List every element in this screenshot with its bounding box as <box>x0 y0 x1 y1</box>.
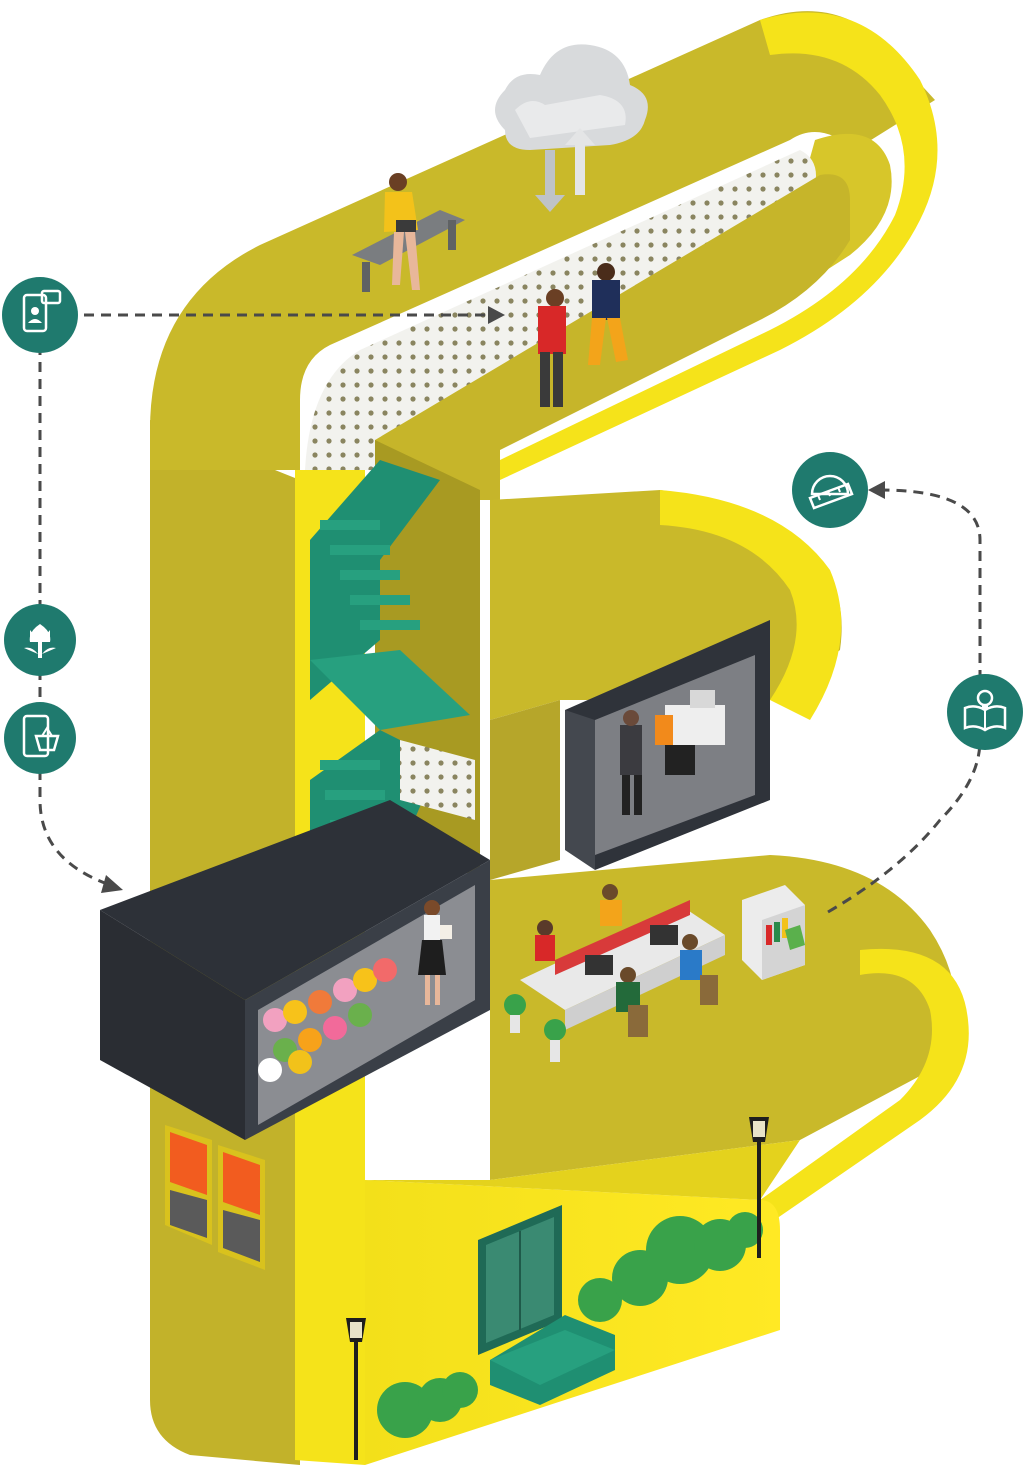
bottom-arm-surface <box>490 855 957 1180</box>
flower-icon[interactable] <box>4 604 76 676</box>
worker-green <box>616 967 648 1037</box>
mobile-shopping-basket-icon[interactable] <box>4 702 76 774</box>
side-windows <box>165 1125 265 1270</box>
open-office-team <box>504 884 725 1062</box>
office-chair <box>665 745 695 775</box>
mobile-chat-icon[interactable] <box>2 277 78 353</box>
lamp-left <box>346 1318 366 1460</box>
office-plants <box>504 994 566 1062</box>
middle-arm-front <box>490 700 560 880</box>
sync-arrows-icon <box>535 128 595 212</box>
ruler-protractor-icon[interactable] <box>792 452 868 528</box>
person-on-bench <box>352 173 465 292</box>
arrow-shop-to-box <box>38 770 111 887</box>
office-room <box>565 620 770 870</box>
worker-yellow <box>600 884 622 926</box>
flower-pots <box>258 958 397 1082</box>
bushes <box>377 1212 763 1438</box>
middle-arm-rim <box>660 490 842 720</box>
cloud-sync <box>495 44 648 212</box>
shopper-woman <box>418 900 452 1005</box>
book-lightbulb-icon[interactable] <box>947 674 1023 750</box>
worker-red <box>535 920 555 961</box>
worker-blue <box>680 934 718 1005</box>
bottom-arm-rim <box>760 948 969 1230</box>
two-people-meeting <box>538 263 628 407</box>
top-arm-rim <box>500 12 938 480</box>
bottom-arm-top-edge <box>365 1140 800 1200</box>
bookshelf <box>742 885 805 980</box>
arrow-team-to-book <box>827 739 982 914</box>
cloud-icon <box>495 44 648 150</box>
entrance <box>478 1205 615 1405</box>
dotted-wall-lower <box>400 740 475 820</box>
arrowheads <box>101 306 885 893</box>
street-lamps <box>346 1117 769 1460</box>
top-arm-surface <box>150 11 935 470</box>
lamp-right <box>749 1117 769 1258</box>
office-man <box>620 725 642 775</box>
stairs-landing <box>310 650 470 730</box>
arrow-book-to-ruler <box>879 488 982 680</box>
office-desk <box>665 705 725 745</box>
flower-shop <box>100 800 490 1140</box>
